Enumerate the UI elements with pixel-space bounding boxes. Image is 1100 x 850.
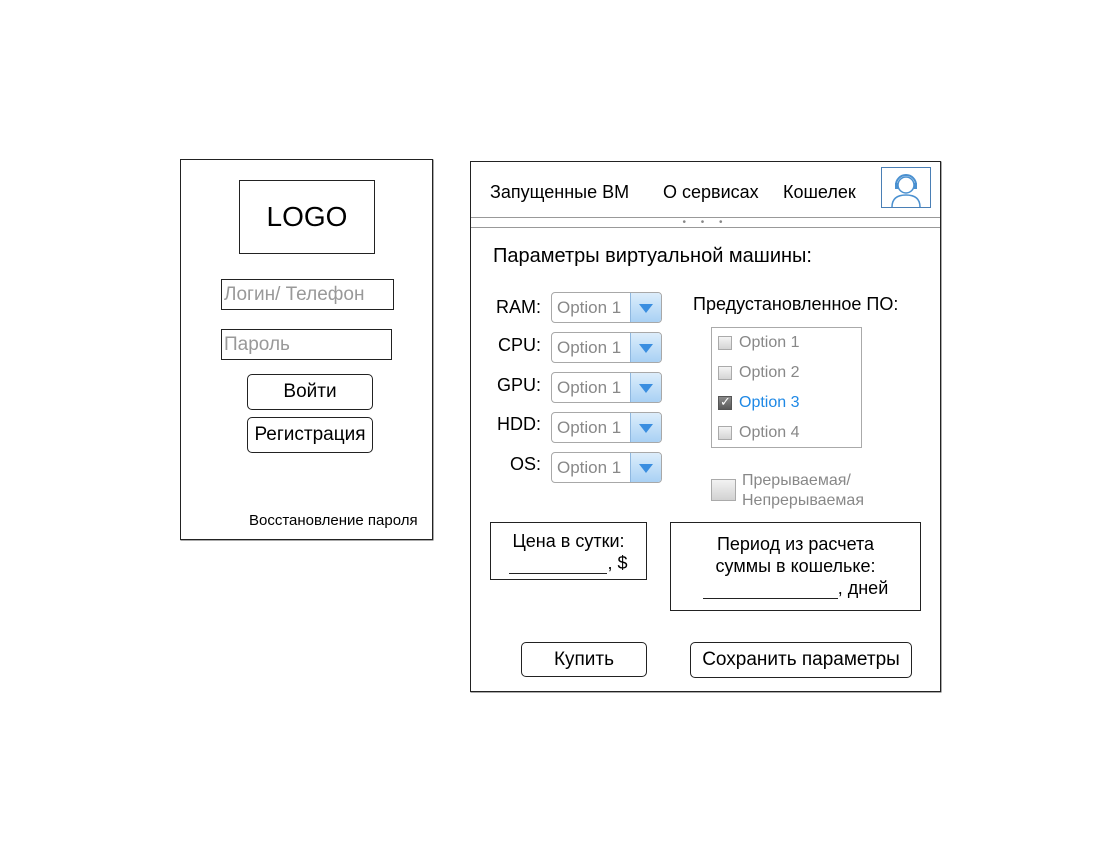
software-option-3[interactable]: Option 3 bbox=[718, 392, 799, 414]
interruptible-checkbox[interactable] bbox=[711, 479, 736, 501]
gpu-select[interactable]: Option 1 bbox=[551, 372, 662, 403]
software-option-label: Option 1 bbox=[739, 334, 800, 351]
user-headset-icon[interactable] bbox=[881, 167, 931, 208]
splitter-dots: • • • bbox=[682, 216, 729, 228]
chevron-down-icon[interactable] bbox=[630, 413, 661, 442]
hdd-label: HDD: bbox=[497, 414, 541, 434]
ram-select[interactable]: Option 1 bbox=[551, 292, 662, 323]
price-blank bbox=[509, 559, 608, 574]
preinstalled-software-title: Предустановленное ПО: bbox=[693, 294, 899, 314]
period-value-line: , дней bbox=[671, 577, 920, 599]
checkbox[interactable] bbox=[718, 366, 732, 380]
os-label: OS: bbox=[509, 454, 541, 474]
chevron-down-icon[interactable] bbox=[630, 293, 661, 322]
login-panel: LOGO Войти Регистрация Восстановление па… bbox=[180, 159, 433, 540]
password-input[interactable] bbox=[221, 329, 392, 360]
period-label-line1: Период из расчета bbox=[716, 534, 875, 554]
period-blank bbox=[702, 584, 838, 599]
chevron-down-icon[interactable] bbox=[630, 333, 661, 362]
period-suffix: , дней bbox=[837, 578, 889, 598]
os-select-value: Option 1 bbox=[557, 458, 622, 477]
login-button[interactable]: Войти bbox=[247, 374, 373, 410]
chevron-down-icon[interactable] bbox=[630, 453, 661, 482]
nav-running-vms[interactable]: Запущенные ВМ bbox=[490, 182, 630, 202]
splitter-handle[interactable]: • • • bbox=[471, 216, 940, 228]
price-label: Цена в сутки: bbox=[512, 531, 625, 551]
os-select[interactable]: Option 1 bbox=[551, 452, 662, 483]
software-option-2[interactable]: Option 2 bbox=[718, 362, 799, 384]
preinstalled-software-list: Option 1 Option 2 Option 3 Option 4 bbox=[711, 327, 862, 448]
cpu-select-value: Option 1 bbox=[557, 338, 622, 357]
hdd-select-value: Option 1 bbox=[557, 418, 622, 437]
hdd-select[interactable]: Option 1 bbox=[551, 412, 662, 443]
software-option-4[interactable]: Option 4 bbox=[718, 422, 799, 444]
logo: LOGO bbox=[239, 180, 375, 254]
interruptible-label-line1: Прерываемая/ bbox=[742, 472, 851, 489]
save-params-button[interactable]: Сохранить параметры bbox=[690, 642, 912, 678]
interruptible-label-line2: Непрерываемая bbox=[742, 492, 864, 509]
ram-label: RAM: bbox=[496, 297, 541, 317]
restore-password-link[interactable]: Восстановление пароля bbox=[249, 512, 418, 529]
nav-about-services[interactable]: О сервисах bbox=[663, 182, 759, 202]
gpu-label: GPU: bbox=[496, 375, 541, 395]
chevron-down-icon[interactable] bbox=[630, 373, 661, 402]
software-option-label: Option 4 bbox=[739, 424, 800, 441]
nav-wallet[interactable]: Кошелек bbox=[783, 182, 856, 202]
cpu-label: CPU: bbox=[497, 335, 541, 355]
ram-select-value: Option 1 bbox=[557, 298, 622, 317]
cpu-select[interactable]: Option 1 bbox=[551, 332, 662, 363]
vm-params-title: Параметры виртуальной машины: bbox=[493, 245, 812, 267]
gpu-select-value: Option 1 bbox=[557, 378, 622, 397]
login-input[interactable] bbox=[221, 279, 394, 310]
software-option-label: Option 3 bbox=[739, 394, 800, 411]
software-option-1[interactable]: Option 1 bbox=[718, 332, 799, 354]
navbar: Запущенные ВМ О сервисах Кошелек bbox=[471, 162, 940, 218]
price-suffix: , $ bbox=[607, 553, 628, 573]
buy-button[interactable]: Купить bbox=[521, 642, 647, 677]
checkbox-checked[interactable] bbox=[718, 394, 732, 410]
vm-config-panel: Запущенные ВМ О сервисах Кошелек • • • П… bbox=[470, 161, 941, 692]
period-label-line2: суммы в кошельке: bbox=[715, 556, 876, 576]
checkbox[interactable] bbox=[718, 336, 732, 350]
register-button[interactable]: Регистрация bbox=[247, 417, 373, 453]
price-per-day-box: Цена в сутки: , $ bbox=[490, 522, 647, 580]
interruptible-label: Прерываемая/ Непрерываемая bbox=[742, 471, 864, 511]
price-value-line: , $ bbox=[491, 552, 646, 574]
software-option-label: Option 2 bbox=[739, 364, 800, 381]
wallet-period-box: Период из расчета суммы в кошельке: , дн… bbox=[670, 522, 921, 611]
checkbox[interactable] bbox=[718, 426, 732, 440]
